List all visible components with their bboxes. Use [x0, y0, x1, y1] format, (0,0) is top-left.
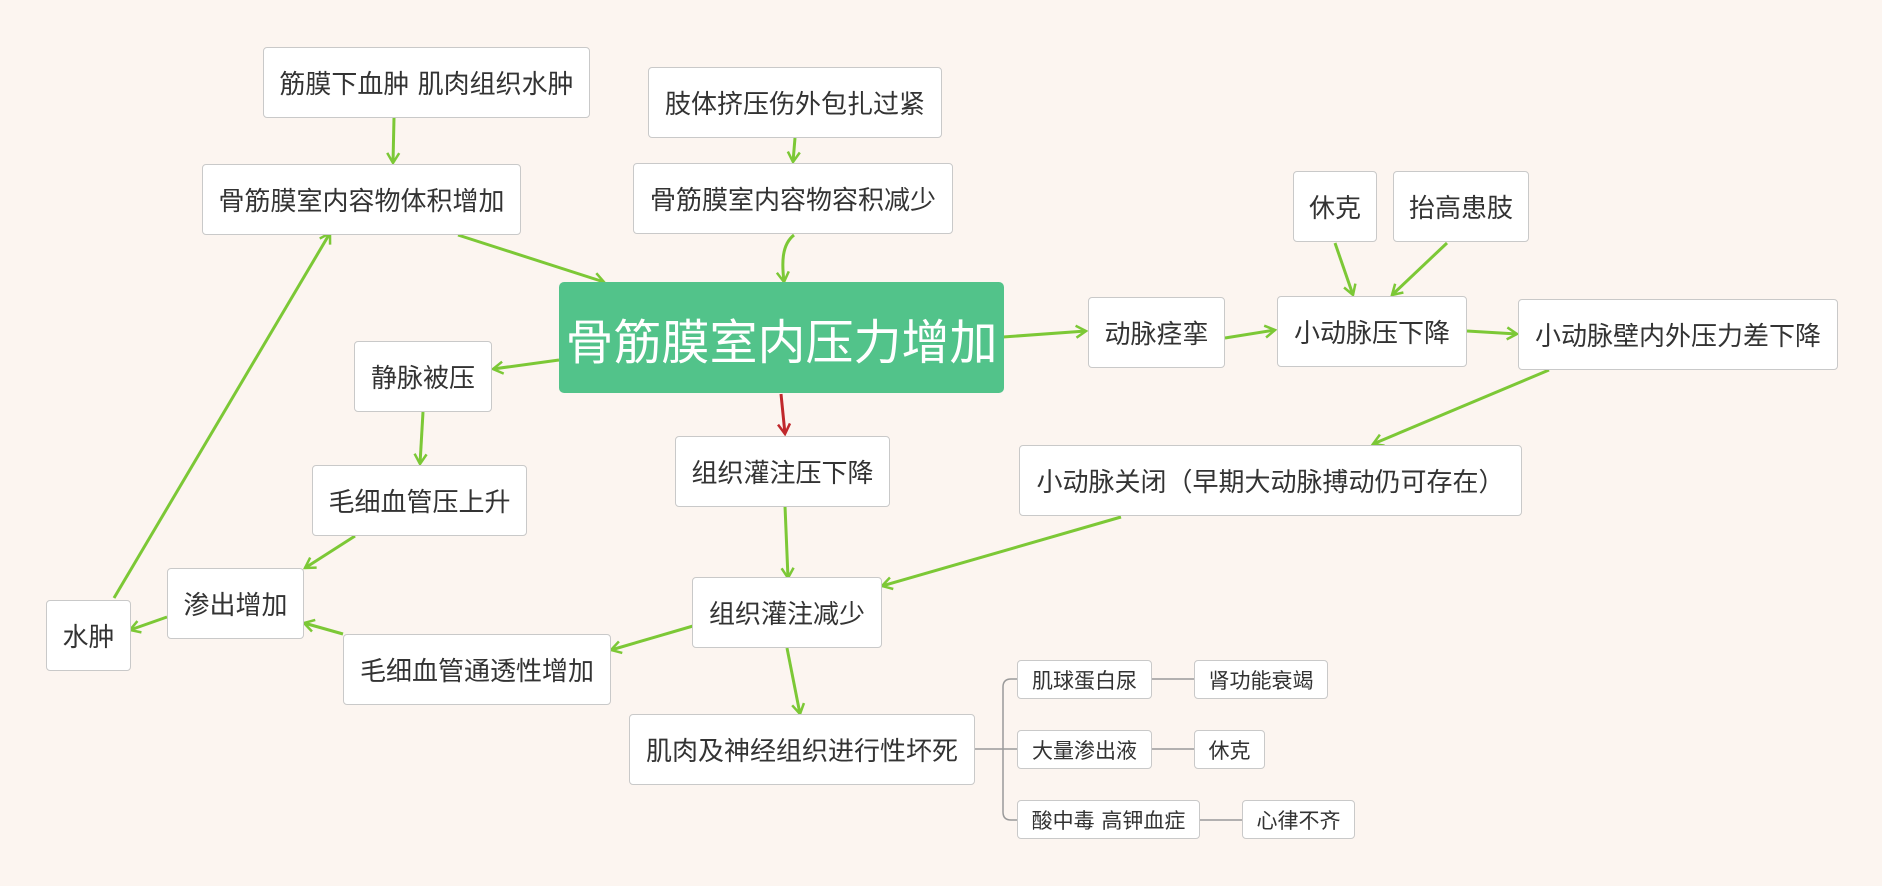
node-hematoma-edema[interactable]: 筋膜下血肿 肌肉组织水肿	[263, 47, 590, 118]
outcome-renal-failure[interactable]: 肾功能衰竭	[1194, 660, 1328, 699]
node-edema[interactable]: 水肿	[46, 600, 131, 671]
arrow-edema-to-volume	[112, 230, 332, 599]
node-venous-compression[interactable]: 静脉被压	[354, 341, 492, 412]
node-wall-pressure-gradient[interactable]: 小动脉壁内外压力差下降	[1518, 299, 1838, 370]
node-capacity-decrease[interactable]: 骨筋膜室内容物容积减少	[633, 163, 953, 234]
outcome-arrhythmia[interactable]: 心律不齐	[1242, 800, 1355, 839]
node-capillary-permeability[interactable]: 毛细血管通透性增加	[343, 634, 611, 705]
arrow-perfusion-to-permeability	[608, 624, 694, 655]
node-capillary-pressure-rise[interactable]: 毛细血管压上升	[312, 465, 527, 536]
node-elevate-limb[interactable]: 抬高患肢	[1393, 171, 1529, 242]
arrow-spasm-to-pressure-drop	[1224, 324, 1278, 340]
arrow-closure-to-perfusion	[879, 515, 1122, 591]
arrow-exudate-to-edema	[127, 615, 168, 634]
root-node[interactable]: 骨筋膜室内压力增加	[559, 282, 1004, 393]
node-arteriole-closure[interactable]: 小动脉关闭（早期大动脉搏动仍可存在）	[1019, 445, 1522, 516]
node-crush-bandage[interactable]: 肢体挤压伤外包扎过紧	[648, 67, 942, 138]
node-perfusion-pressure-drop[interactable]: 组织灌注压下降	[675, 436, 890, 507]
outcome-acidosis-hyperkalemia[interactable]: 酸中毒 高钾血症	[1017, 800, 1200, 839]
arrow-perfusion-pressure-to-perfusion	[780, 505, 795, 581]
arrow-venous-to-capillary	[413, 411, 428, 467]
outcome-shock[interactable]: 休克	[1194, 730, 1265, 769]
node-shock-top[interactable]: 休克	[1293, 171, 1377, 242]
arrow-perfusion-to-necrosis	[785, 647, 806, 717]
arrow-root-to-perfusion-pressure	[777, 393, 792, 437]
node-arterial-spasm[interactable]: 动脉痉挛	[1088, 297, 1225, 368]
node-volume-increase[interactable]: 骨筋膜室内容物体积增加	[202, 164, 521, 235]
outcome-exudate-fluid[interactable]: 大量渗出液	[1017, 730, 1152, 769]
arrow-shock-to-pressure-drop	[1333, 242, 1357, 298]
node-tissue-necrosis[interactable]: 肌肉及神经组织进行性坏死	[629, 714, 975, 785]
node-arteriole-pressure-drop[interactable]: 小动脉压下降	[1277, 296, 1467, 367]
outcome-myoglobinuria[interactable]: 肌球蛋白尿	[1017, 660, 1152, 699]
arrow-gradient-to-closure	[1370, 368, 1550, 447]
node-perfusion-decrease[interactable]: 组织灌注减少	[692, 577, 882, 648]
node-exudate-increase[interactable]: 渗出增加	[167, 568, 304, 639]
arrow-volume-to-root	[457, 233, 607, 286]
arrow-elevate-to-pressure-drop	[1390, 241, 1449, 297]
arrow-crush-to-capacity	[786, 137, 801, 165]
arrow-capacity-to-root	[775, 233, 796, 285]
arrow-hematoma-to-volume	[386, 117, 401, 166]
arrow-capillary-to-exudate	[302, 534, 356, 570]
arrow-pressure-drop-to-gradient	[1466, 326, 1520, 341]
arrow-root-to-venous	[490, 358, 560, 375]
arrow-root-to-spasm	[1002, 324, 1089, 339]
arrow-permeability-to-exudate	[301, 618, 344, 636]
